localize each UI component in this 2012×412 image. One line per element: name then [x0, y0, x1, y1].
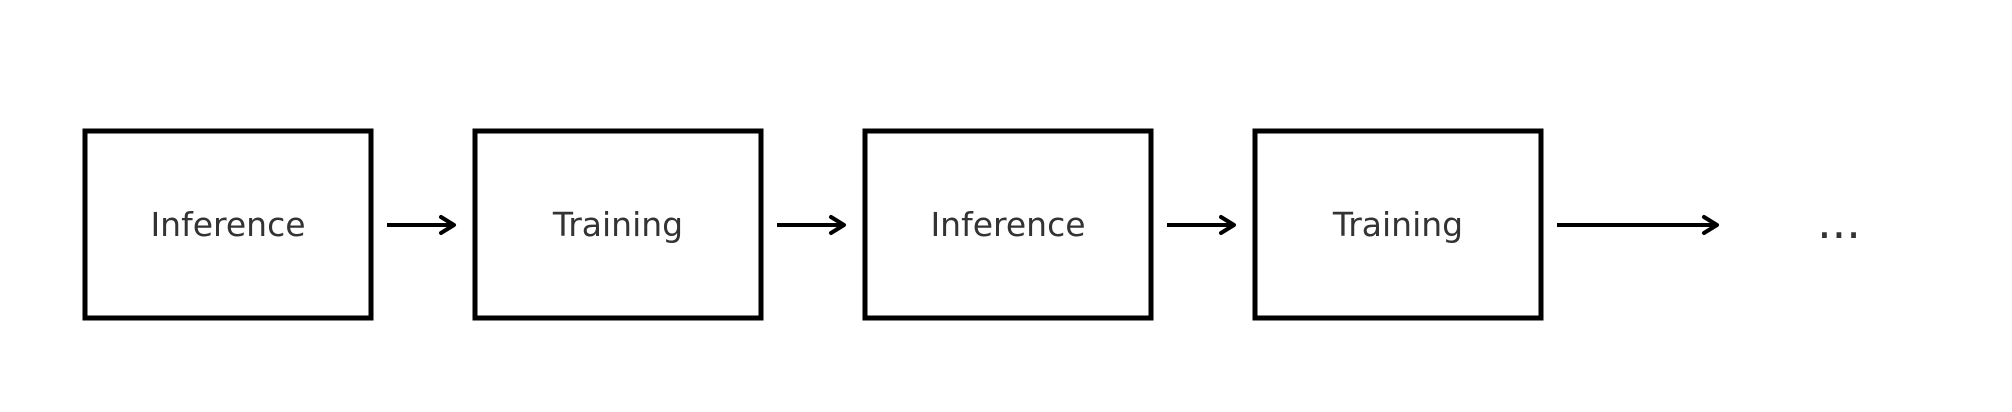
stage-box-2: Training — [472, 128, 764, 321]
continuation-ellipsis: ... — [1817, 195, 1861, 249]
flow-arrow-3 — [1167, 215, 1236, 235]
flow-arrow-1 — [387, 215, 456, 235]
flow-arrow-4 — [1557, 215, 1719, 235]
stage-label-1: Inference — [150, 205, 305, 244]
stage-box-4: Training — [1252, 128, 1544, 321]
stage-label-3: Inference — [930, 205, 1085, 244]
stage-label-4: Training — [1332, 205, 1463, 244]
stage-box-3: Inference — [862, 128, 1154, 321]
stage-label-2: Training — [552, 205, 683, 244]
flow-arrow-2 — [777, 215, 846, 235]
stage-box-1: Inference — [82, 128, 374, 321]
